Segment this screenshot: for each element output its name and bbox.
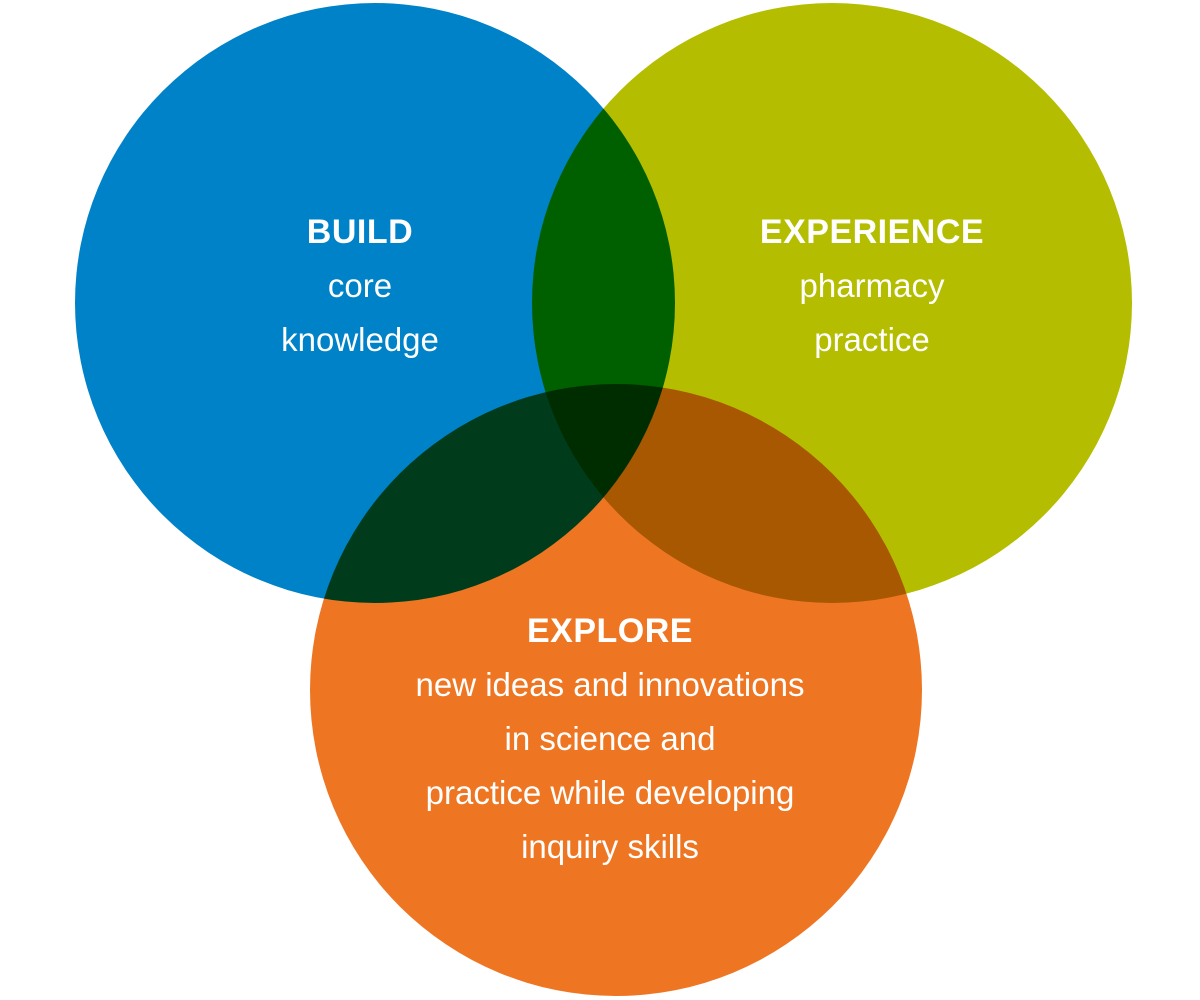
explore-line: practice while developing: [425, 774, 795, 811]
explore-line: new ideas and innovations: [415, 666, 805, 703]
explore-line: in science and: [504, 720, 716, 757]
build-line: core: [327, 267, 393, 304]
build-label-block: BUILD core knowledge: [185, 205, 535, 367]
explore-title: EXPLORE: [527, 612, 693, 650]
build-line: knowledge: [281, 321, 439, 358]
explore-circle: [310, 384, 922, 996]
explore-line: inquiry skills: [521, 828, 699, 865]
experience-line: pharmacy: [799, 267, 945, 304]
build-title: BUILD: [306, 213, 414, 251]
experience-line: practice: [814, 321, 930, 358]
explore-label-block: EXPLORE new ideas and innovations in sci…: [360, 604, 860, 874]
experience-label-block: EXPERIENCE pharmacy practice: [697, 205, 1047, 367]
experience-title: EXPERIENCE: [759, 213, 985, 251]
